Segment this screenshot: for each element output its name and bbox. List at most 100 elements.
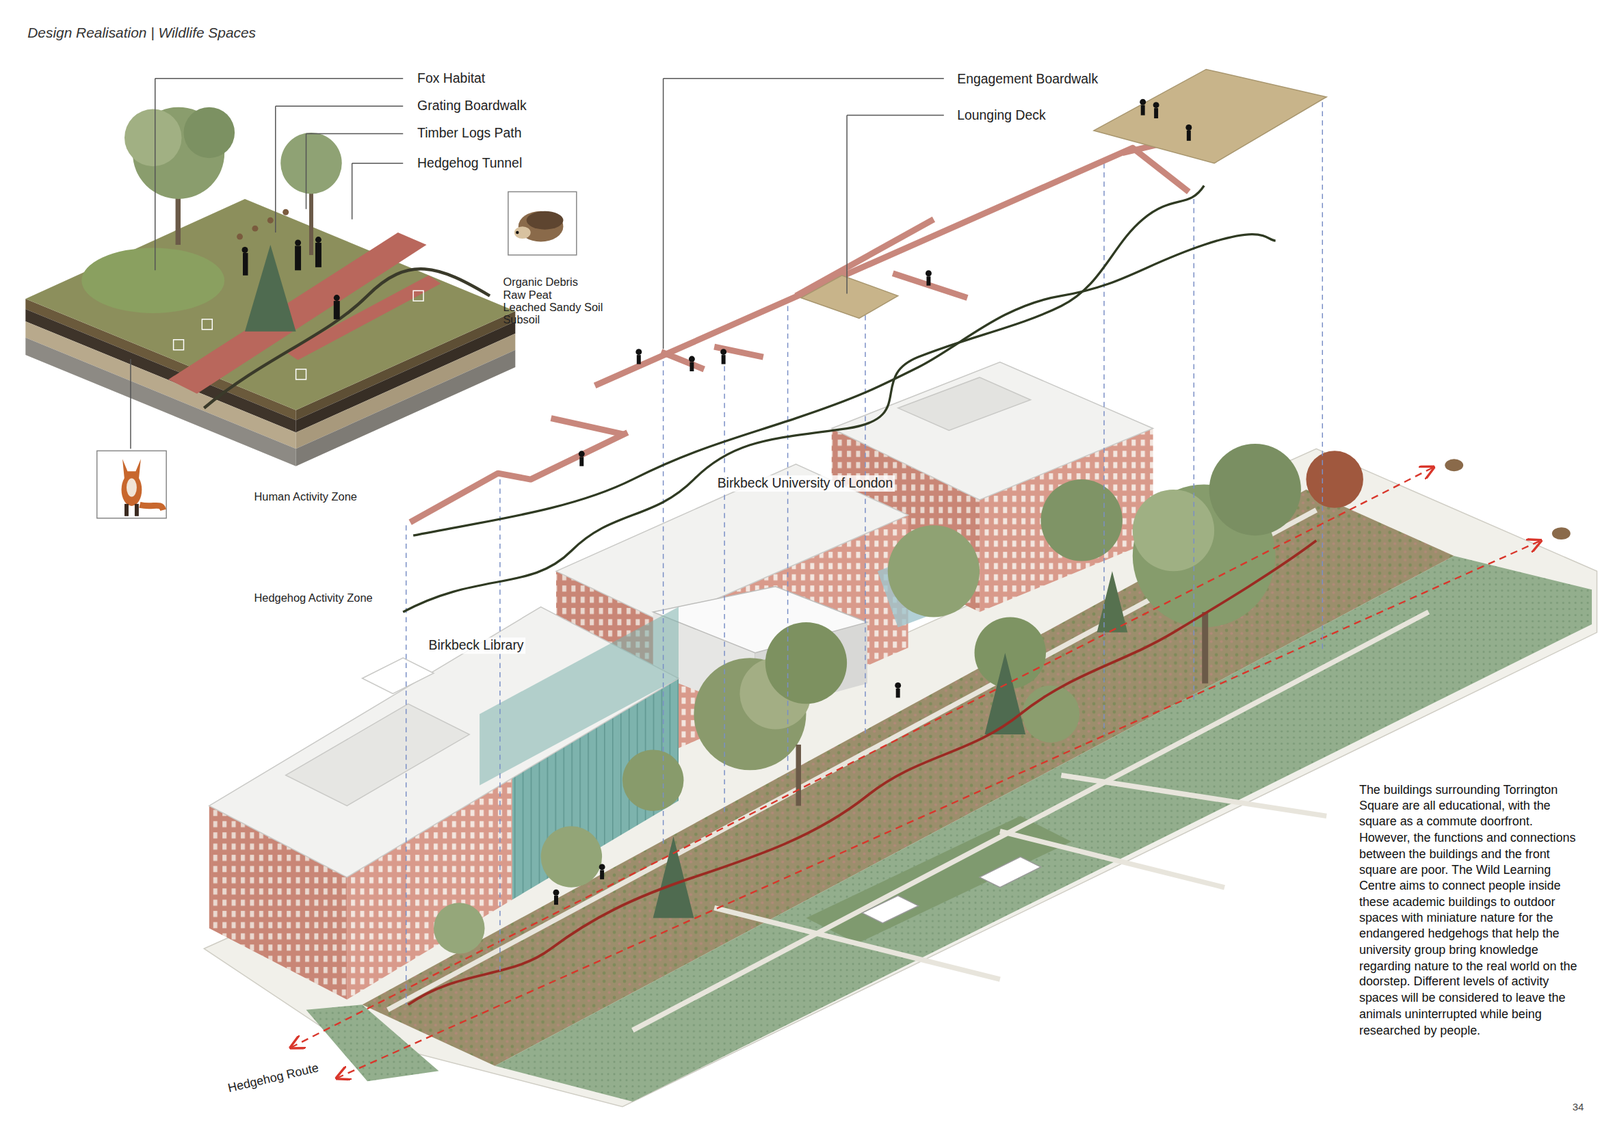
people-silhouette — [599, 863, 606, 871]
hedgehog-picture — [508, 191, 577, 255]
habitat-section-block — [244, 244, 297, 332]
callout-label: Hedgehog Tunnel — [417, 155, 522, 172]
soil-layer-label: Leached Sandy Soil — [502, 300, 603, 314]
habitat-section-block — [333, 294, 340, 301]
fox-picture — [97, 450, 167, 518]
tree-canopy — [1305, 450, 1364, 509]
people-silhouette — [599, 870, 605, 880]
leader-line — [663, 78, 944, 349]
people-silhouette — [554, 896, 559, 906]
site-ground — [387, 510, 1429, 1031]
projection-line — [662, 352, 664, 847]
people-silhouette — [1153, 108, 1159, 119]
tree-canopy — [1132, 489, 1215, 572]
site-ground — [203, 448, 1597, 1107]
habitat-section-block — [296, 369, 307, 380]
leader-line — [129, 359, 131, 449]
leader-line — [306, 133, 404, 209]
people-silhouette — [1139, 99, 1146, 106]
tree-canopy — [1201, 612, 1209, 684]
callout-label: Timber Logs Path — [417, 125, 522, 141]
tree-canopy — [653, 836, 695, 918]
soil-layer-label: Raw Peat — [502, 288, 552, 301]
habitat-section-block — [285, 275, 442, 361]
habitat-section-block — [184, 107, 236, 159]
people-silhouette — [688, 356, 695, 363]
description-note: The buildings surrounding Torrington Squ… — [1359, 782, 1578, 1040]
site-ground — [203, 448, 1597, 1107]
hedgehog-picture — [526, 211, 564, 230]
projection-line — [1103, 163, 1105, 735]
habitat-section-block — [242, 253, 248, 276]
habitat-section-block — [294, 245, 301, 271]
projection-line — [723, 357, 725, 817]
tree-canopy — [1097, 571, 1129, 633]
projection-line — [1321, 101, 1323, 654]
engagement-boardwalk — [595, 147, 1189, 386]
zone-label: Human Activity Zone — [253, 491, 357, 505]
callout-label: Grating Boardwalk — [417, 97, 527, 114]
people-silhouette — [1153, 101, 1160, 109]
hedgehog-picture — [514, 226, 531, 239]
tree-canopy — [984, 653, 1026, 735]
people-silhouette — [894, 682, 901, 689]
habitat-section-block — [124, 109, 182, 167]
people-silhouette — [553, 889, 560, 897]
habitat-section-block — [294, 240, 301, 247]
people-silhouette — [635, 348, 642, 356]
people-silhouette — [925, 270, 932, 277]
tree-canopy — [887, 525, 980, 618]
deck — [801, 69, 1327, 319]
habitat-section-block — [173, 339, 185, 351]
projection-line — [406, 101, 1323, 1005]
tree-canopy — [1041, 479, 1123, 561]
people-silhouette — [896, 688, 901, 698]
engagement-boardwalk — [410, 432, 628, 522]
projection-line — [787, 306, 789, 776]
hedgehog-zone-line — [402, 185, 1204, 613]
people-silhouette — [579, 456, 584, 466]
tree-canopy — [433, 902, 485, 955]
leader-line — [352, 163, 404, 220]
site-ground — [861, 896, 918, 924]
soil-layer-label: Subsoil — [502, 313, 540, 326]
page-title: Design Realisation | Wildlife Spaces — [27, 24, 256, 42]
habitat-section-block — [315, 236, 322, 243]
leader-line — [155, 78, 403, 271]
habitat-section-block — [280, 132, 343, 195]
habitat-section-block — [267, 217, 274, 224]
projection-line — [864, 306, 866, 736]
habitat-section-block — [251, 225, 258, 232]
fox-picture — [121, 473, 143, 507]
soil-layer-label: Organic Debris — [502, 275, 578, 288]
leader-line — [130, 78, 944, 449]
fox-picture — [139, 504, 163, 510]
projection-line — [499, 479, 501, 980]
hedgehog-route — [408, 541, 1317, 1006]
habitat-section-block — [81, 247, 225, 313]
site-ground — [979, 857, 1042, 888]
tree-canopy — [622, 749, 685, 812]
people-silhouette — [1185, 124, 1192, 131]
tree-canopy — [433, 443, 1364, 955]
people-silhouette — [720, 348, 727, 356]
hedgehog-zone-line — [402, 185, 1276, 613]
tree-canopy — [796, 744, 802, 807]
people-silhouette — [553, 99, 1193, 906]
engagement-boardwalk — [551, 418, 625, 436]
leader-line — [275, 106, 403, 233]
deck — [1093, 69, 1327, 163]
people-silhouette — [721, 355, 726, 364]
habitat-section-block — [413, 290, 424, 301]
fox-picture — [134, 504, 139, 517]
hedgehog-route — [1444, 458, 1464, 472]
habitat-section-block — [168, 232, 427, 395]
people-silhouette — [578, 450, 585, 457]
site-ground — [306, 1004, 440, 1082]
engagement-boardwalk — [661, 352, 705, 370]
hedgehog-picture — [515, 231, 519, 234]
hedgehog-route — [1552, 527, 1571, 540]
route-label: Hedgehog Route — [226, 1060, 321, 1096]
